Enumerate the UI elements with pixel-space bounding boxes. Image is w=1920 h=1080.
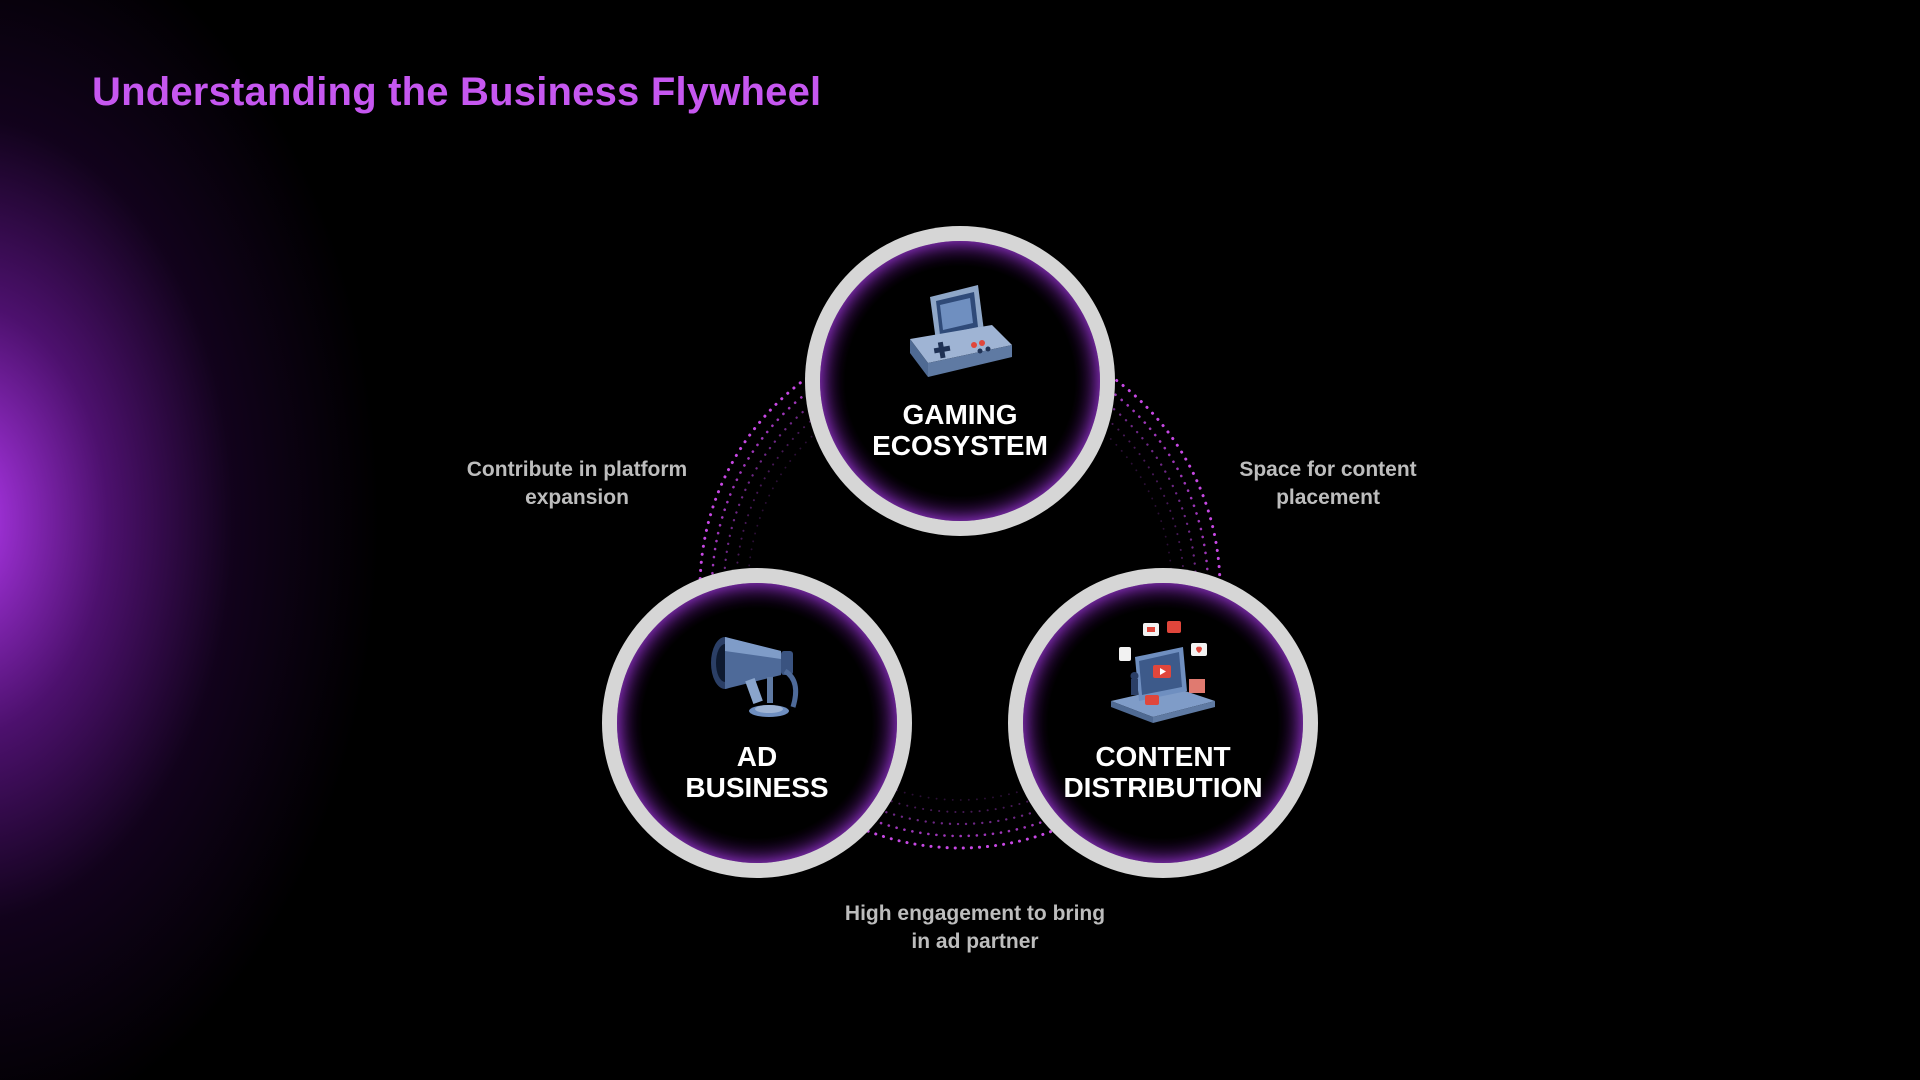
node-content-distribution: CONTENT DISTRIBUTION [1008, 568, 1318, 878]
node-gaming-label: GAMING ECOSYSTEM [820, 399, 1100, 461]
node-content-label-line1: CONTENT [1095, 741, 1231, 772]
caption-bottom-line1: High engagement to bring [844, 902, 1106, 925]
megaphone-icon [711, 637, 799, 717]
caption-bottom-line2: in ad partner [911, 930, 1039, 953]
node-content-inner: CONTENT DISTRIBUTION [1023, 583, 1303, 863]
node-ad-label-line1: AD [736, 741, 778, 772]
page-title: Understanding the Business Flywheel [92, 70, 822, 114]
node-gaming-ecosystem: GAMING ECOSYSTEM [805, 226, 1115, 536]
node-gaming-label-line1: GAMING [902, 399, 1018, 430]
node-ad-business: AD BUSINESS [602, 568, 912, 878]
node-ad-inner: AD BUSINESS [617, 583, 897, 863]
node-content-label: CONTENT DISTRIBUTION [1023, 741, 1303, 803]
node-gaming-inner: GAMING ECOSYSTEM [820, 241, 1100, 521]
caption-left-line2: expansion [525, 486, 629, 509]
caption-right-line2: placement [1276, 486, 1380, 509]
node-ad-label: AD BUSINESS [617, 741, 897, 803]
caption-platform-expansion: Contribute in platform expansion [437, 456, 717, 512]
content-platform-icon [1111, 621, 1215, 723]
node-gaming-label-line2: ECOSYSTEM [872, 430, 1048, 461]
caption-content-placement: Space for content placement [1188, 456, 1468, 512]
caption-right-line1: Space for content [1239, 458, 1417, 481]
handheld-game-console-icon [910, 285, 1012, 377]
caption-ad-partner: High engagement to bring in ad partner [820, 900, 1130, 956]
caption-left-line1: Contribute in platform [466, 458, 688, 481]
node-content-label-line2: DISTRIBUTION [1063, 772, 1263, 803]
node-ad-label-line2: BUSINESS [685, 772, 829, 803]
